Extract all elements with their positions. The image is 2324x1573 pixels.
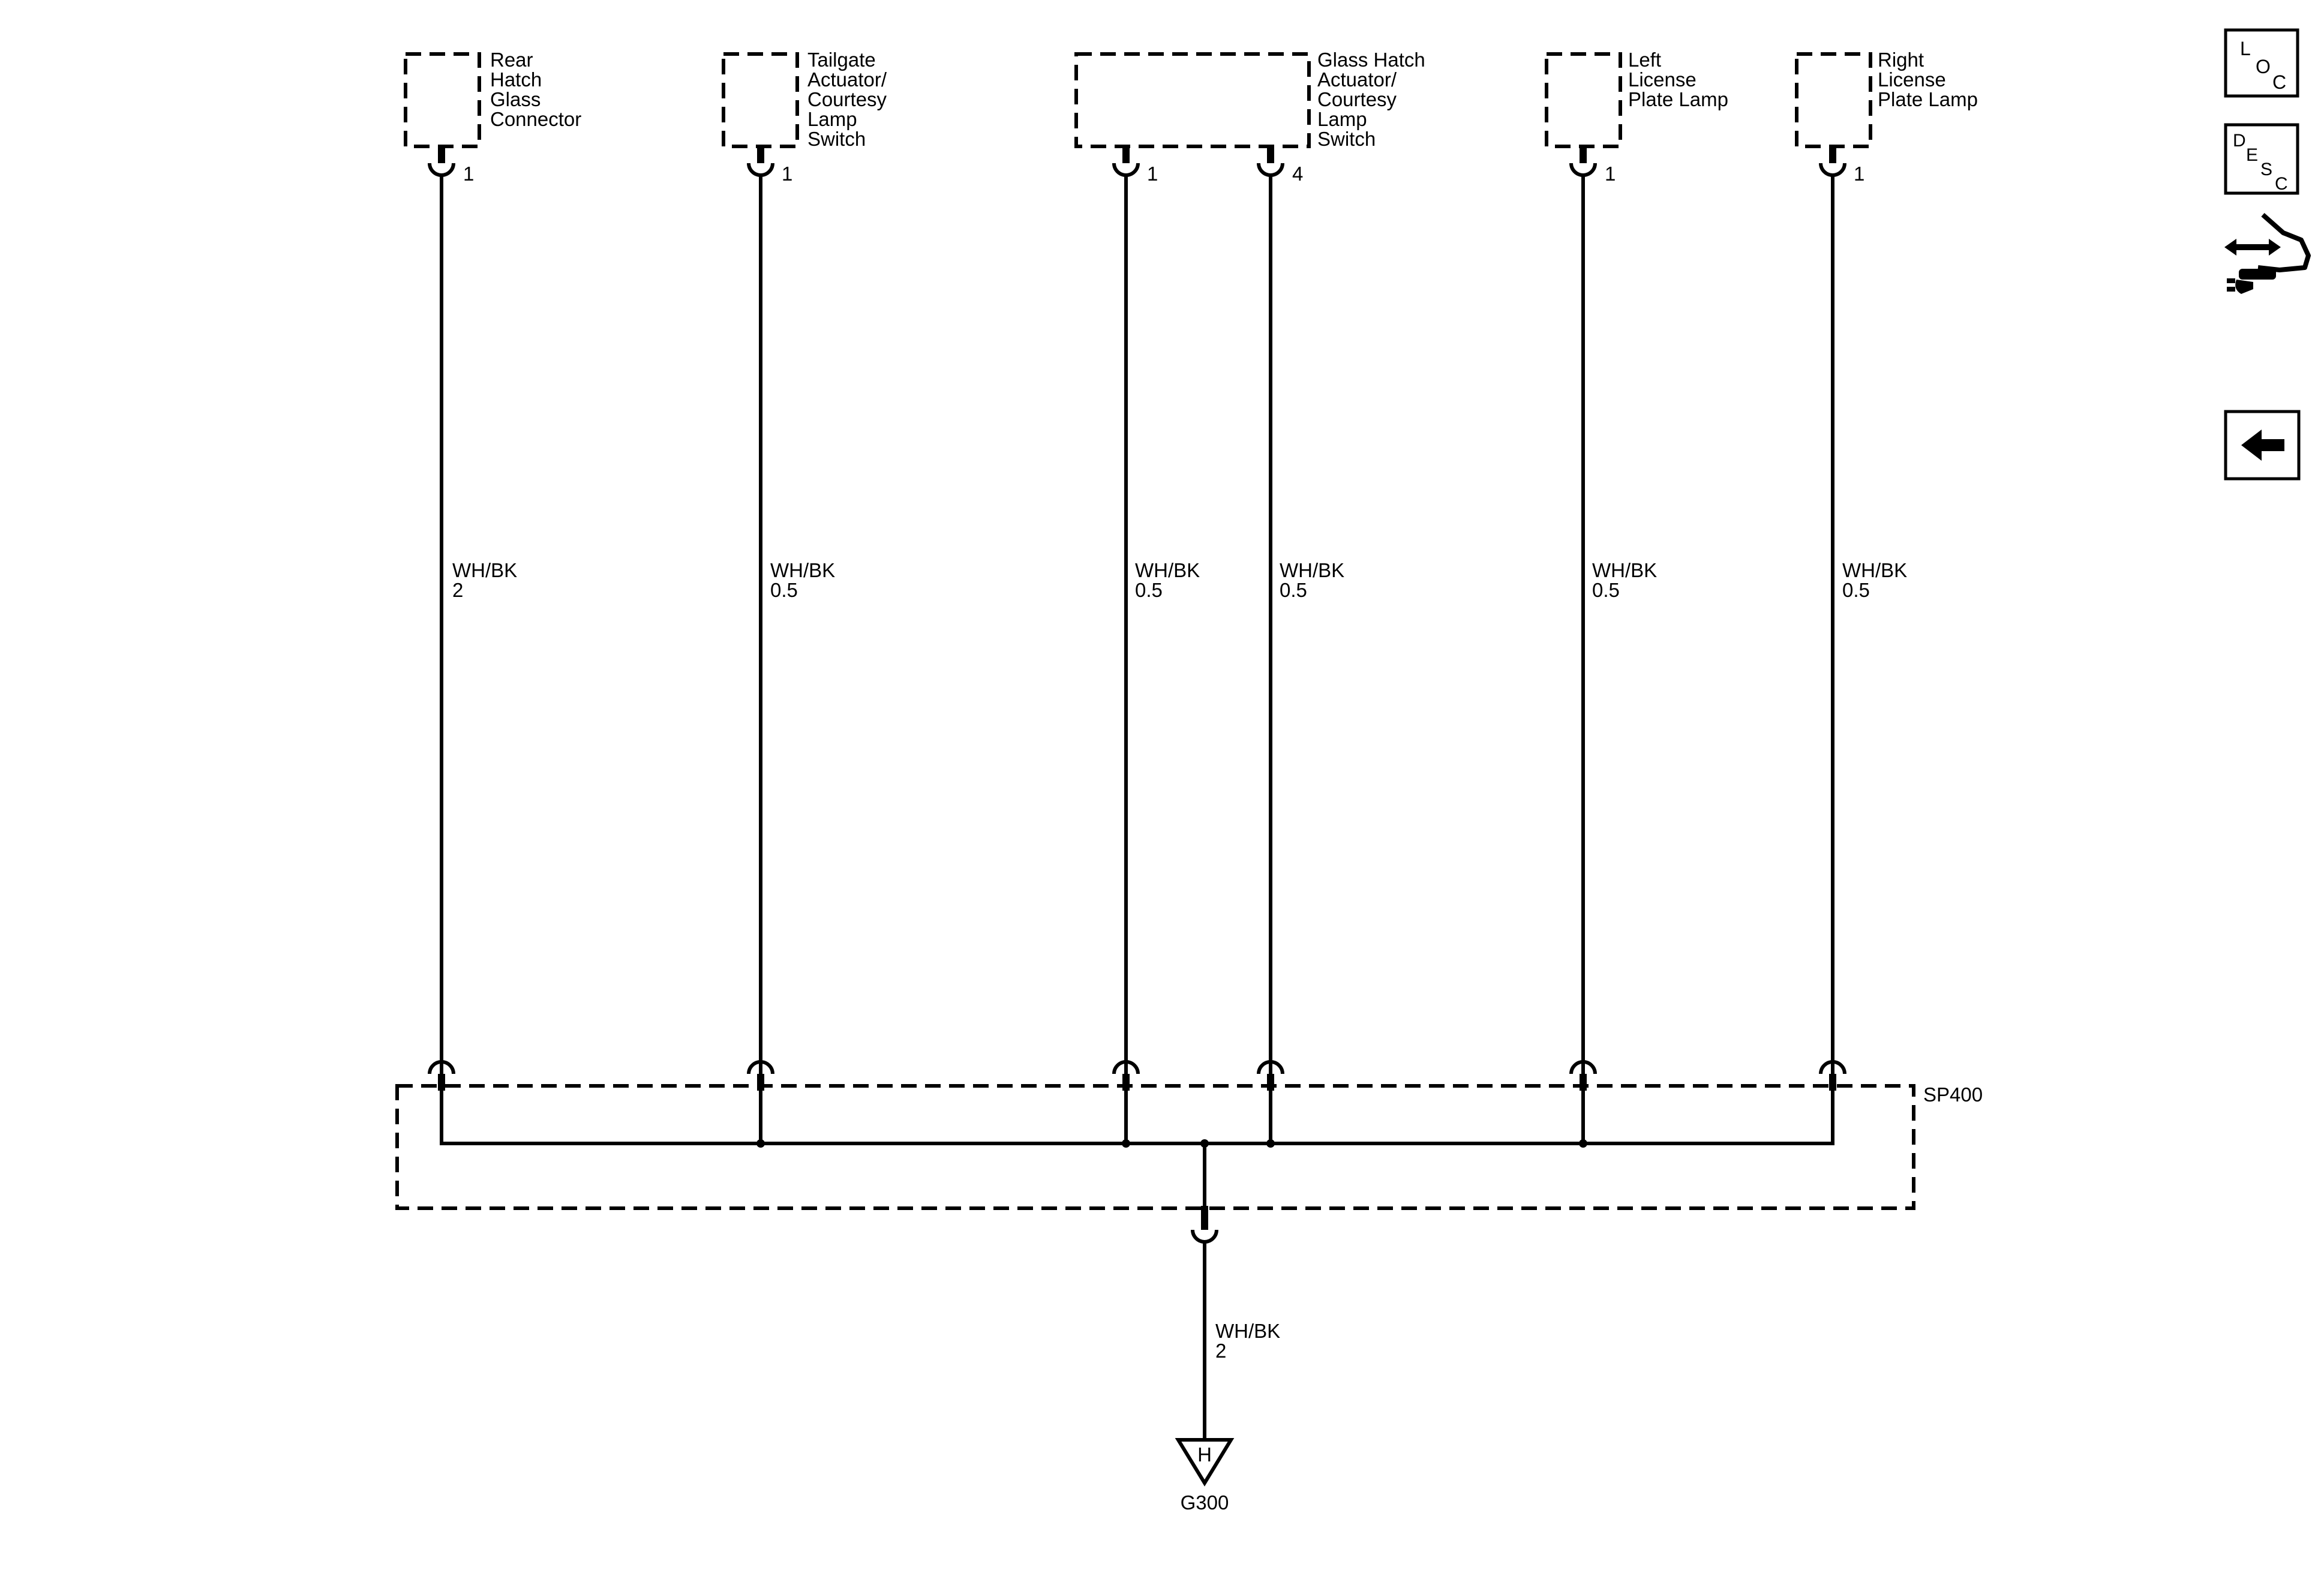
junction-dot [1122, 1139, 1130, 1148]
ground-wire[interactable]: WH/BK 2 [1191, 1229, 1286, 1440]
splice-stubs [438, 1074, 1836, 1091]
connector-cup [1819, 163, 1846, 177]
component-box [1074, 52, 1311, 148]
wire-label: WH/BK 0.5 [1280, 559, 1350, 601]
pin-number: 1 [1605, 163, 1616, 185]
connector-cup [1569, 163, 1597, 177]
component-label: Left License Plate Lamp [1628, 49, 1728, 110]
splice-label: SP400 [1923, 1083, 1983, 1106]
desc-letter: E [2246, 145, 2258, 165]
connector-cup [1819, 1060, 1846, 1074]
wire-label: WH/BK 2 [1215, 1320, 1286, 1362]
connector-cup [428, 163, 455, 177]
connector-cup [1191, 1229, 1218, 1244]
connector-cup [1257, 163, 1284, 177]
component-box [722, 52, 799, 148]
wire-tailgate-actuator[interactable]: WH/BK 0.5 [759, 175, 840, 1074]
loc-letter: L [2240, 38, 2251, 59]
connector-cup [747, 1060, 774, 1074]
component-label: Right License Plate Lamp [1878, 49, 1978, 110]
connector-pin-1[interactable]: 1 [747, 146, 792, 185]
pin-number: 1 [782, 163, 792, 185]
splice-inbound-connectors [428, 1060, 1846, 1074]
connector-pin-1[interactable]: 1 [1819, 146, 1864, 185]
wire-glass-hatch-pin-1[interactable]: WH/BK 0.5 [1124, 175, 1205, 1074]
component-box [404, 52, 481, 148]
component-box [1795, 52, 1872, 148]
connector-cup [1257, 1060, 1284, 1074]
back-arrow-icon [2241, 430, 2284, 461]
pin-number: 4 [1292, 163, 1303, 185]
wire-left-license-plate-lamp[interactable]: WH/BK 0.5 [1581, 175, 1662, 1074]
component-glass-hatch-actuator-switch[interactable]: Glass Hatch Actuator/ Courtesy Lamp Swit… [1074, 49, 1431, 150]
pin-number: 1 [1854, 163, 1864, 185]
loc-letter: C [2272, 71, 2286, 93]
connector-cup [1112, 163, 1140, 177]
splice-bus [440, 1091, 1834, 1230]
wire-rear-hatch-glass[interactable]: WH/BK 2 [440, 175, 523, 1074]
wire-label: WH/BK 0.5 [1135, 559, 1205, 601]
wire-label: WH/BK 2 [452, 559, 523, 601]
component-tailgate-actuator-switch[interactable]: Tailgate Actuator/ Courtesy Lamp Switch [722, 49, 892, 150]
connector-pin-1[interactable]: 1 [1569, 146, 1616, 185]
splice-box [395, 1084, 1915, 1210]
component-rear-hatch-glass-connector[interactable]: Rear Hatch Glass Connector [404, 49, 581, 148]
connector-cup [428, 1060, 455, 1074]
pin-number: 1 [463, 163, 474, 185]
junction-dot [1579, 1139, 1587, 1148]
connector-end-view-icon [2224, 213, 2311, 294]
connector-cup [747, 163, 774, 177]
ground-symbol-letter: H [1197, 1443, 1212, 1466]
back-button[interactable] [2224, 410, 2301, 481]
ground-g300[interactable]: H G300 [1175, 1438, 1235, 1514]
splice-sp400[interactable]: SP400 [395, 1060, 1983, 1230]
component-box [1545, 52, 1622, 148]
wire-label: WH/BK 0.5 [1842, 559, 1912, 601]
loc-button-frame [2224, 28, 2299, 98]
component-label: Glass Hatch Actuator/ Courtesy Lamp Swit… [1317, 49, 1431, 150]
connector-pin-1[interactable]: 1 [1112, 146, 1158, 185]
desc-letter: C [2275, 174, 2288, 194]
loc-letter: O [2256, 56, 2271, 77]
wire-label: WH/BK 0.5 [1592, 559, 1662, 601]
ground-label: G300 [1181, 1491, 1229, 1514]
component-label: Rear Hatch Glass Connector [490, 49, 581, 130]
component-left-license-plate-lamp[interactable]: Left License Plate Lamp [1545, 49, 1728, 148]
desc-letter: S [2260, 160, 2272, 179]
junction-dot [756, 1139, 765, 1148]
wire-right-license-plate-lamp[interactable]: WH/BK 0.5 [1831, 175, 1912, 1074]
loc-button[interactable]: L O C [2224, 28, 2299, 98]
desc-letter: D [2233, 131, 2246, 151]
connector-cup [1569, 1060, 1597, 1074]
pin-number: 1 [1147, 163, 1158, 185]
wire-label: WH/BK 0.5 [770, 559, 840, 601]
connector-pin-1[interactable]: 1 [428, 146, 474, 185]
ground-symbol-icon [1175, 1438, 1235, 1487]
desc-button-frame [2224, 123, 2299, 195]
desc-button[interactable]: D E S C [2224, 123, 2299, 195]
junction-dot [1266, 1139, 1275, 1148]
wire-glass-hatch-pin-4[interactable]: WH/BK 0.5 [1269, 175, 1350, 1074]
connector-pin-4[interactable]: 4 [1257, 146, 1303, 185]
connector-end-view-button[interactable] [2224, 213, 2311, 294]
component-label: Tailgate Actuator/ Courtesy Lamp Switch [807, 49, 892, 150]
connector-cup [1112, 1060, 1140, 1074]
component-right-license-plate-lamp[interactable]: Right License Plate Lamp [1795, 49, 1978, 148]
